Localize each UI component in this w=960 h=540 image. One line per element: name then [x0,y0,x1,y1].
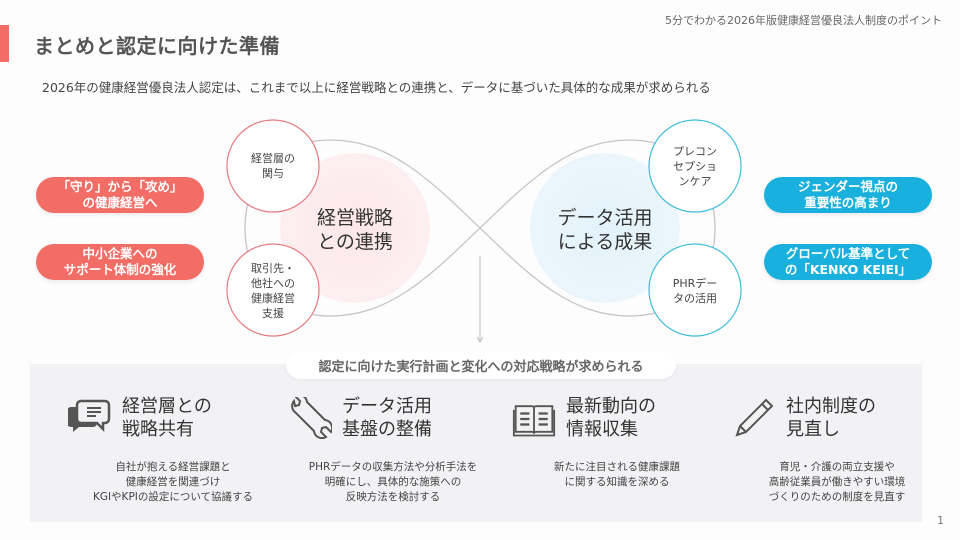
right-bottom-circle [648,243,742,337]
down-arrow-head [476,336,484,343]
action-banner: 認定に向けた実行計画と変化への対応戦略が求められる [286,351,676,379]
card-description: 新たに注目される健康課題に関する知識を深める [554,461,680,488]
header-note: 5分でわかる2026年版健康経営優良法人制度のポイント [665,14,942,27]
right-bottom-label: PHRデータの活用 [672,277,718,305]
card-description: 育児・介護の両立支援や高齢従業員が働きやすい環境づくりのための制度を見直す [768,461,906,503]
pill-offense-health: 「守り」から「攻め」の健康経営へ [36,177,204,213]
right-main-circle [530,153,680,303]
card-heading: データ活用基盤の整備 [342,396,432,440]
right-top-circle [648,119,742,213]
pill-global-standard: グローバル基準としての「KENKO KEIEI」 [764,244,932,280]
pill-gender-perspective: ジェンダー視点の重要性の高まり [764,177,932,213]
right-top-label: プレコンセプションケア [673,145,717,188]
page-number: 1 [937,514,944,527]
card-heading: 経営層との戦略共有 [122,396,212,440]
title-accent-bar [0,25,9,62]
open-book-icon [512,405,556,437]
left-main-circle [280,153,430,303]
card-heading: 最新動向の情報収集 [566,396,656,440]
page-subtitle: 2026年の健康経営優良法人認定は、これまで以上に経営戦略との連携と、データに基… [42,80,711,95]
page-title: まとめと認定に向けた準備 [34,34,280,58]
card-description: PHRデータの収集方法や分析手法を明確にし、具体的な施策への反映方法を検討する [308,461,478,503]
pencil-icon [735,398,774,437]
wrench-icon [291,397,332,440]
left-bottom-label: 取引先・他社への健康経営支援 [251,262,295,320]
left-bottom-circle [226,243,320,337]
infinity-diagram [226,119,742,343]
left-top-label: 経営層の関与 [251,152,295,180]
card-heading: 社内制度の見直し [786,396,876,440]
pill-sme-support: 中小企業へのサポート体制の強化 [36,244,204,280]
left-main-label: 経営戦略との連携 [316,207,393,253]
right-main-label: データ活用による成果 [557,207,653,253]
left-top-circle [226,119,320,213]
speech-bubbles-icon [68,399,111,433]
action-panel [30,364,922,522]
